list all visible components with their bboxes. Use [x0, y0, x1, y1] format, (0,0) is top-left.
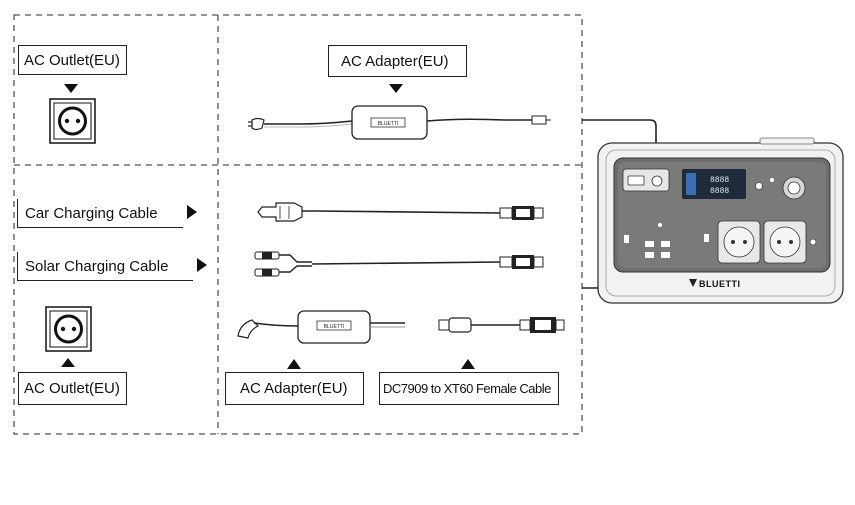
svg-text:8888: 8888 — [710, 176, 729, 185]
ac-outlet-bottom-icon — [45, 306, 92, 367]
dc-cable-label: DC7909 to XT60 Female Cable — [383, 381, 551, 396]
device-brand-label: BLUETTI — [699, 279, 741, 289]
svg-text:8888: 8888 — [710, 187, 729, 196]
dashed-frame — [13, 14, 583, 435]
ac-outlet-top-label-box: AC Outlet(EU) — [18, 45, 127, 75]
ac-outlet-top-icon — [49, 84, 96, 144]
car-charging-cable-label-box: Car Charging Cable — [17, 199, 183, 228]
svg-text:BLUETTI: BLUETTI — [324, 324, 345, 330]
solar-charging-cable-label-box: Solar Charging Cable — [17, 252, 193, 281]
ac-adapter-bottom-label: AC Adapter(EU) — [240, 380, 348, 397]
ac-outlet-top-label: AC Outlet(EU) — [24, 52, 120, 69]
dc7909-xt60-cable-image — [438, 317, 565, 369]
ac-outlet-bottom-label: AC Outlet(EU) — [24, 380, 120, 397]
svg-text:BLUETTI: BLUETTI — [378, 121, 399, 127]
ac-adapter-top-label-box: AC Adapter(EU) — [328, 45, 467, 77]
dc-cable-label-box: DC7909 to XT60 Female Cable — [379, 372, 559, 405]
car-charging-cable-label: Car Charging Cable — [25, 205, 158, 222]
solar-charging-cable-image — [197, 251, 544, 277]
ac-adapter-top-image: BLUETTI — [248, 84, 551, 140]
ac-adapter-top-label: AC Adapter(EU) — [341, 53, 449, 70]
ac-adapter-bottom-label-box: AC Adapter(EU) — [225, 372, 364, 405]
ac-outlet-bottom-label-box: AC Outlet(EU) — [18, 372, 127, 405]
power-station-device: 8888 8888 — [597, 137, 844, 304]
ac-adapter-bottom-image: BLUETTI — [237, 310, 405, 369]
car-charging-cable-image — [187, 202, 544, 222]
solar-charging-cable-label: Solar Charging Cable — [25, 258, 169, 275]
